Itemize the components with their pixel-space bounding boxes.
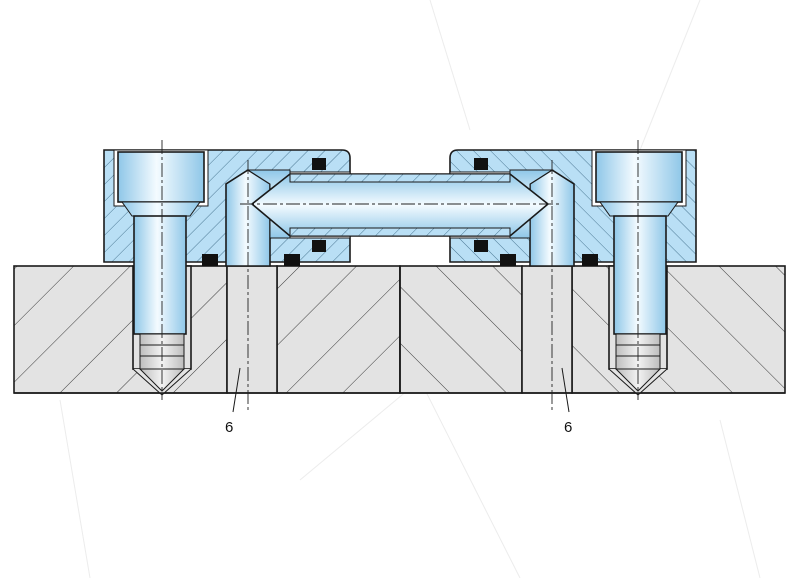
base-block-center-right <box>399 265 523 394</box>
callout-label-right: 6 <box>564 419 572 436</box>
socket-head-screw-icon <box>117 151 683 392</box>
channel-left <box>226 265 278 394</box>
base-block-left <box>13 265 228 394</box>
callout-label-left: 6 <box>225 419 233 436</box>
callout-right: 6 <box>561 367 572 436</box>
center-lines <box>161 140 639 410</box>
callout-left: 6 <box>225 367 241 436</box>
connecting-tube-icon <box>250 173 550 237</box>
o-ring-seal-icon <box>202 158 598 266</box>
background-sketch-lines <box>59 0 761 578</box>
base-block-right <box>571 265 786 394</box>
channel-right <box>521 265 573 394</box>
base-block-center-left <box>276 265 401 394</box>
